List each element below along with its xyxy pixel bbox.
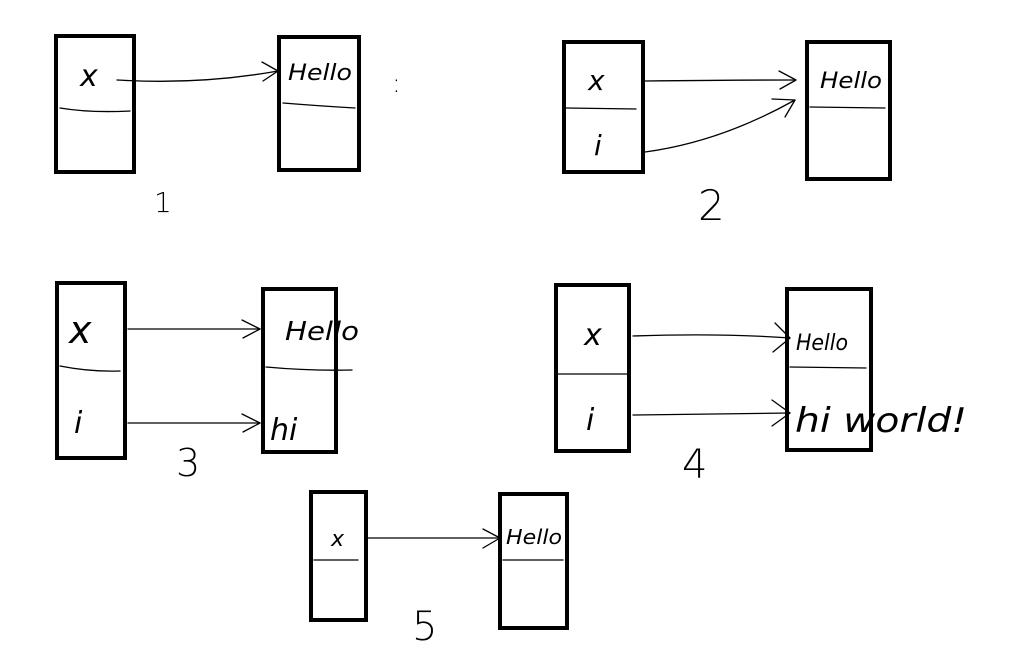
step-4-number: 4 xyxy=(682,442,707,488)
step-3-value-divider xyxy=(265,366,353,371)
step-1: x Hello : 1 xyxy=(54,34,401,219)
step-3-value-hello: Hello xyxy=(285,317,359,347)
step-4-value-hello: Hello xyxy=(796,331,848,356)
step-5: x Hello 5 xyxy=(309,490,569,647)
step-1-variable-box xyxy=(54,34,136,174)
step-2-arrowhead-i xyxy=(771,98,796,118)
step-1-variable-divider xyxy=(59,107,131,113)
step-3-arrowhead-x xyxy=(241,319,261,339)
step-2-variable-divider xyxy=(565,107,637,110)
step-4-value-divider xyxy=(789,366,867,369)
step-2-arrow-i xyxy=(644,99,796,153)
step-3-value-hi: hi xyxy=(270,413,298,448)
step-2-arrowhead-x xyxy=(778,70,797,90)
step-3-arrowhead-i xyxy=(241,413,261,433)
step-1-var-x: x xyxy=(79,59,98,94)
step-4-value-hi-world: hi world! xyxy=(795,401,967,441)
step-4-arrowhead-i xyxy=(771,399,791,427)
step-3-var-x: x xyxy=(68,308,92,352)
step-5-variable-box xyxy=(309,490,368,622)
step-2-variable-box xyxy=(562,40,645,174)
step-4: x i Hello hi world! 4 xyxy=(554,283,967,488)
step-3-variable-divider xyxy=(59,365,121,372)
step-2-var-i: i xyxy=(594,129,602,162)
stray-mark: : xyxy=(392,69,401,99)
step-2-value-box xyxy=(805,40,892,181)
step-2-value-hello: Hello xyxy=(820,69,882,94)
step-2-number: 2 xyxy=(698,181,725,230)
step-4-arrow-x xyxy=(632,334,791,339)
step-4-var-x: x xyxy=(583,318,602,353)
step-1-value-divider xyxy=(282,102,356,109)
step-4-arrowhead-x xyxy=(772,322,791,353)
step-2-arrow-x xyxy=(644,79,797,82)
step-1-value-hello: Hello xyxy=(288,61,352,86)
step-2-var-x: x xyxy=(587,64,605,97)
step-2-value-divider xyxy=(809,106,886,109)
step-1-arrowhead-x xyxy=(261,61,279,82)
step-4-variable-box xyxy=(554,283,631,453)
step-1-number: 1 xyxy=(154,186,172,219)
step-3-number: 3 xyxy=(176,441,200,485)
step-4-value-box xyxy=(785,287,873,452)
step-5-var-x: x xyxy=(330,527,345,552)
step-5-value-hello: Hello xyxy=(506,525,562,549)
step-1-arrow-x xyxy=(116,70,279,82)
step-1-value-box xyxy=(277,35,361,172)
step-3: x i Hello hi 3 xyxy=(55,281,359,485)
step-3-var-i: i xyxy=(74,406,83,441)
step-5-number: 5 xyxy=(412,604,437,647)
step-5-arrowhead-x xyxy=(482,528,501,549)
step-5-value-box xyxy=(498,492,569,630)
step-4-var-i: i xyxy=(586,403,595,438)
step-4-arrow-i xyxy=(632,412,791,416)
step-2: x i Hello 2 xyxy=(562,40,892,230)
